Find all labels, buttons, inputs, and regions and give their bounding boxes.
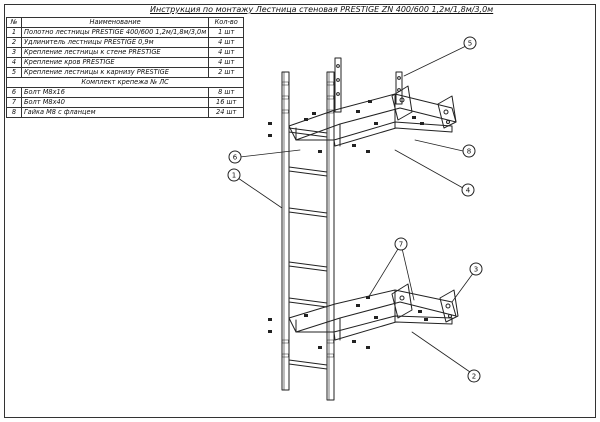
table-row: 8 Гайка М8 с фланцем 24 шт <box>6 107 245 118</box>
row-name: Гайка М8 с фланцем <box>20 107 210 118</box>
svg-text:8: 8 <box>467 148 471 156</box>
ladder-rail-right <box>326 71 335 401</box>
callout-3: 3 <box>469 262 483 276</box>
svg-text:3: 3 <box>474 266 478 274</box>
callout-6: 6 <box>228 150 242 164</box>
lower-wall-mount-arms <box>288 283 459 341</box>
ladder-rungs <box>288 127 328 370</box>
ladder-rail-left <box>281 71 290 391</box>
callout-8: 8 <box>462 144 476 158</box>
upper-wall-mount-arms <box>288 85 457 147</box>
cornice-bracket-left <box>334 57 342 113</box>
svg-text:7: 7 <box>399 241 403 249</box>
cornice-bracket-right <box>395 71 403 105</box>
svg-text:4: 4 <box>466 187 471 195</box>
page-title: Инструкция по монтажу Лестница стеновая … <box>150 5 494 14</box>
callout-4: 4 <box>461 183 475 197</box>
fastener-bolts <box>268 100 428 349</box>
callout-2: 2 <box>467 369 481 383</box>
row-qty: 24 шт <box>208 107 245 118</box>
svg-text:6: 6 <box>233 154 238 162</box>
bill-of-materials-table: № Наименование Кол-во 1 Полотно лестницы… <box>5 17 245 118</box>
svg-text:1: 1 <box>232 172 236 180</box>
svg-text:5: 5 <box>468 40 472 48</box>
callout-7: 7 <box>394 237 408 251</box>
svg-text:2: 2 <box>472 373 476 381</box>
callout-1: 1 <box>227 168 241 182</box>
callout-leaders <box>237 45 475 373</box>
callout-5: 5 <box>463 36 477 50</box>
